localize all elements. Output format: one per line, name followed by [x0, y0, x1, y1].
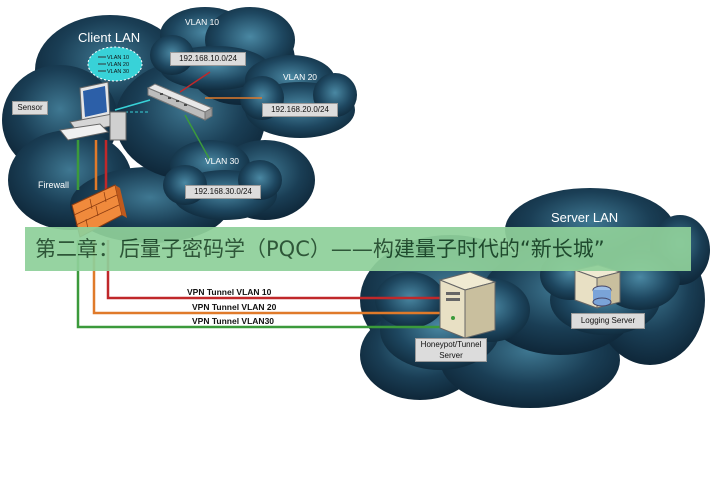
bubble-label-vlan10: VLAN 10 [107, 55, 129, 61]
tunnel-label-vlan30: VPN Tunnel VLAN30 [192, 316, 275, 326]
vlan20-label: VLAN 20 [283, 72, 318, 82]
logging-label: Logging Server [571, 313, 645, 329]
honeypot-label: Honeypot/Tunnel Server [415, 338, 487, 362]
vlan10-subnet-box: 192.168.10.0/24 [170, 52, 246, 66]
tunnel-label-vlan20: VPN Tunnel VLAN 20 [192, 302, 277, 312]
vlan30-label: VLAN 30 [205, 156, 240, 166]
vlan-bubble: VLAN 10 VLAN 20 VLAN 30 [87, 46, 143, 82]
chapter-title-banner: 第二章：后量子密码学（PQC）——构建量子时代的“新长城” [25, 227, 691, 271]
logging-server-device [573, 264, 622, 309]
client-lan-label: Client LAN [78, 30, 141, 45]
firewall-device [71, 184, 127, 238]
vlan20-subnet-box: 192.168.20.0/24 [262, 103, 338, 117]
server-lan-label: Server LAN [551, 210, 619, 225]
bubble-label-vlan30: VLAN 30 [107, 69, 129, 75]
sensor-label: Sensor [12, 101, 48, 115]
vlan30-subnet-box: 192.168.30.0/24 [185, 185, 261, 199]
bubble-label-vlan20: VLAN 20 [107, 62, 129, 68]
switch-device [146, 83, 214, 121]
tunnel-label-vlan10: VPN Tunnel VLAN 10 [187, 287, 272, 297]
honeypot-server-device [438, 271, 497, 339]
vlan20-cloud [240, 55, 357, 138]
firewall-label: Firewall [38, 180, 70, 190]
vlan10-label: VLAN 10 [185, 17, 220, 27]
sensor-computer [59, 81, 127, 141]
